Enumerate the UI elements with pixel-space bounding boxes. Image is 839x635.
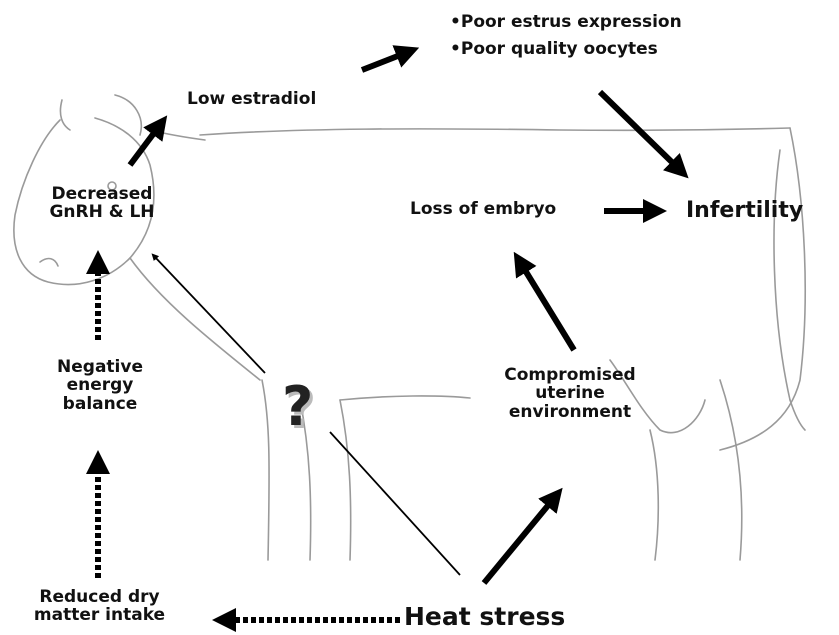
arrow-question-to-decreased: [154, 256, 265, 373]
cow-front-leg-1: [262, 380, 269, 560]
label-compromised-uterine-environment: Compromised uterine environment: [470, 366, 670, 421]
label-neb-line3: balance: [30, 395, 170, 413]
label-low-estradiol: Low estradiol: [187, 90, 316, 108]
arrow-heatstress-to-uterine: [484, 497, 555, 583]
label-rdmi-line1: Reduced dry: [12, 588, 187, 606]
cow-horn-right: [115, 95, 141, 135]
arrow-uterine-to-embryo: [520, 262, 574, 350]
cow-tail: [774, 150, 790, 400]
label-cue-line1: Compromised: [470, 366, 670, 384]
label-negative-energy-balance: Negative energy balance: [30, 358, 170, 413]
cow-front-leg-3: [340, 400, 351, 560]
label-neb-line1: Negative: [30, 358, 170, 376]
label-rdmi-line2: matter intake: [12, 606, 187, 624]
label-infertility: Infertility: [686, 199, 803, 223]
label-cue-line2: uterine: [470, 384, 670, 402]
label-neb-line2: energy: [30, 376, 170, 394]
question-mark: ?: [282, 378, 313, 436]
label-loss-of-embryo: Loss of embryo: [410, 200, 556, 218]
cow-rear: [720, 128, 805, 450]
label-poor-estrus-expression: •Poor estrus expression: [450, 13, 682, 31]
label-heat-stress: Heat stress: [404, 603, 565, 630]
label-decreased-line2: GnRH & LH: [22, 203, 182, 221]
cow-hind-leg-1: [650, 430, 658, 560]
label-decreased-gnrh-lh: Decreased GnRH & LH: [22, 185, 182, 222]
cow-horn-left: [60, 100, 70, 130]
label-decreased-line1: Decreased: [22, 185, 182, 203]
cow-hind-leg-2: [720, 380, 742, 560]
cow-nostril: [40, 259, 58, 266]
label-reduced-dry-matter-intake: Reduced dry matter intake: [12, 588, 187, 625]
cow-tail-tip: [790, 400, 805, 430]
cow-belly: [340, 396, 470, 400]
arrow-decreased-to-estradiol: [130, 125, 160, 165]
cow-back-line: [200, 128, 790, 135]
label-cue-line3: environment: [470, 403, 670, 421]
arrow-estradiol-to-estrus: [362, 52, 408, 70]
label-poor-quality-oocytes: •Poor quality oocytes: [450, 40, 658, 58]
